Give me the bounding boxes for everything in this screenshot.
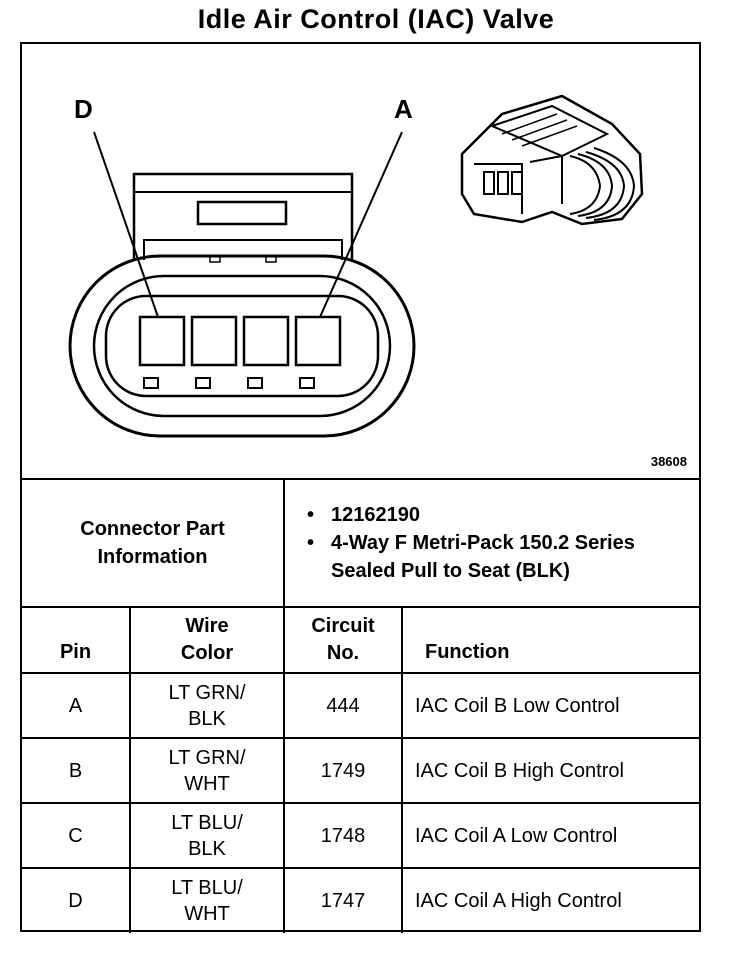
latch-housing bbox=[132, 172, 354, 260]
connector-info-label: Connector Part Information bbox=[22, 478, 284, 607]
header-circuit-line2: No. bbox=[326, 642, 360, 664]
header-wire-color-line1: Wire bbox=[185, 615, 229, 637]
connector-info-details: 12162190 4-Way F Metri-Pack 150.2 Series… bbox=[283, 478, 699, 607]
pin-cell: C bbox=[22, 802, 130, 868]
leader-line-d bbox=[93, 131, 159, 318]
wire-color-cell: LT BLU/ BLK bbox=[129, 802, 284, 868]
connector-part-number: 12162190 bbox=[307, 501, 691, 529]
table-row: B LT GRN/ WHT 1749 IAC Coil B High Contr… bbox=[22, 737, 699, 803]
table-row: D LT BLU/ WHT 1747 IAC Coil A High Contr… bbox=[22, 867, 699, 933]
connector-description: 4-Way F Metri-Pack 150.2 Series Sealed P… bbox=[307, 529, 691, 585]
connector-info-label-line1: Connector Part bbox=[80, 518, 225, 540]
pin-label-a: A bbox=[394, 94, 413, 124]
wire-color-line1: LT GRN/ bbox=[168, 746, 246, 769]
wire-color-line2: WHT bbox=[184, 903, 230, 925]
wire-color-line2: BLK bbox=[188, 707, 226, 730]
wire-color-cell: LT BLU/ WHT bbox=[129, 867, 284, 933]
connector-info-row: Connector Part Information 12162190 4-Wa… bbox=[22, 478, 699, 607]
latch-window bbox=[196, 200, 288, 226]
pin-cell: B bbox=[22, 737, 130, 803]
wire-color-cell: LT GRN/ BLK bbox=[129, 672, 284, 738]
terminal-cavity-d bbox=[138, 315, 186, 367]
wire-color-line2: WHT bbox=[184, 772, 230, 795]
page-title: Idle Air Control (IAC) Valve bbox=[197, 4, 555, 34]
pin-cell: D bbox=[22, 867, 130, 933]
terminal-cavity-c bbox=[190, 315, 238, 367]
header-function: Function bbox=[401, 606, 699, 673]
wire-color-cell: LT GRN/ WHT bbox=[129, 737, 284, 803]
circuit-cell: 1749 bbox=[283, 737, 402, 803]
table-row: C LT BLU/ BLK 1748 IAC Coil A Low Contro… bbox=[22, 802, 699, 868]
figure-number: 38608 bbox=[650, 454, 687, 469]
connector-table: Connector Part Information 12162190 4-Wa… bbox=[22, 478, 699, 933]
header-wire-color: Wire Color bbox=[129, 606, 284, 673]
wire-color-line1: LT BLU/ bbox=[171, 877, 243, 899]
pin-label-d: D bbox=[74, 94, 93, 124]
terminal-cavity-b bbox=[242, 315, 290, 367]
connector-face-drawing bbox=[68, 94, 644, 438]
connector-diagram: D A 38608 bbox=[22, 44, 699, 478]
table-header-row: Pin Wire Color Circuit No. Function bbox=[22, 606, 699, 673]
connector-inner-shell bbox=[92, 274, 392, 418]
circuit-cell: 1748 bbox=[283, 802, 402, 868]
terminal-cavity-a bbox=[294, 315, 342, 367]
pin-cell: A bbox=[22, 672, 130, 738]
table-row: A LT GRN/ BLK 444 IAC Coil B Low Control bbox=[22, 672, 699, 738]
leader-line-a bbox=[319, 131, 403, 318]
connector-outer-shell bbox=[68, 254, 416, 438]
function-cell: IAC Coil B High Control bbox=[401, 737, 699, 803]
circuit-cell: 444 bbox=[283, 672, 402, 738]
header-circuit-line1: Circuit bbox=[311, 615, 375, 637]
wire-color-line1: LT BLU/ bbox=[171, 811, 243, 834]
function-cell: IAC Coil B Low Control bbox=[401, 672, 699, 738]
connector-cavity bbox=[104, 294, 380, 398]
connector-3d-illustration bbox=[460, 94, 644, 226]
diagram-frame: D A 38608 Connector Part Information 121… bbox=[20, 42, 701, 933]
header-wire-color-line2: Color bbox=[180, 642, 234, 664]
function-cell: IAC Coil A High Control bbox=[401, 867, 699, 933]
header-pin: Pin bbox=[22, 606, 130, 673]
circuit-cell: 1747 bbox=[283, 867, 402, 933]
connector-info-list: 12162190 4-Way F Metri-Pack 150.2 Series… bbox=[285, 495, 699, 591]
function-cell: IAC Coil A Low Control bbox=[401, 802, 699, 868]
header-circuit: Circuit No. bbox=[283, 606, 402, 673]
wire-color-line1: LT GRN/ bbox=[168, 681, 246, 704]
wire-color-line2: BLK bbox=[188, 837, 226, 860]
connector-info-label-line2: Information bbox=[97, 546, 208, 568]
